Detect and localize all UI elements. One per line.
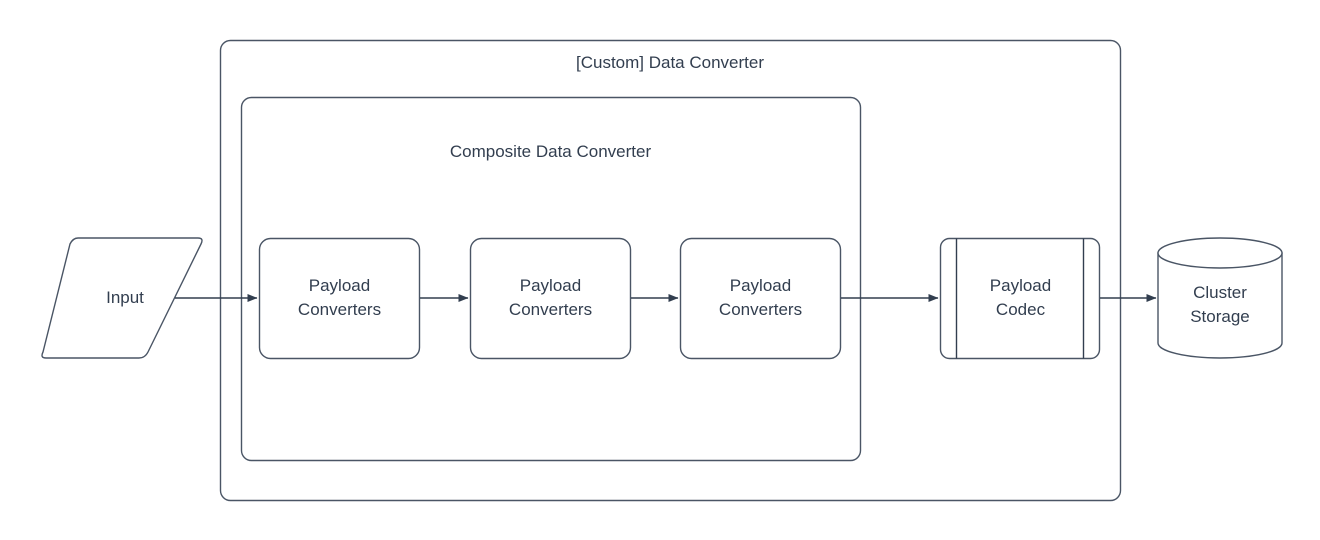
node-input[interactable] [41, 237, 203, 359]
node-payload-converters-1[interactable] [258, 237, 421, 360]
node-payload-converters-2[interactable] [469, 237, 632, 360]
node-cluster-storage[interactable] [1157, 237, 1283, 359]
node-payload-converters-3[interactable] [679, 237, 842, 360]
container-label-composite-data-converter: Composite Data Converter [449, 142, 652, 161]
node-payload-codec[interactable] [939, 237, 1101, 360]
container-label-custom-data-converter: [Custom] Data Converter [575, 53, 764, 72]
